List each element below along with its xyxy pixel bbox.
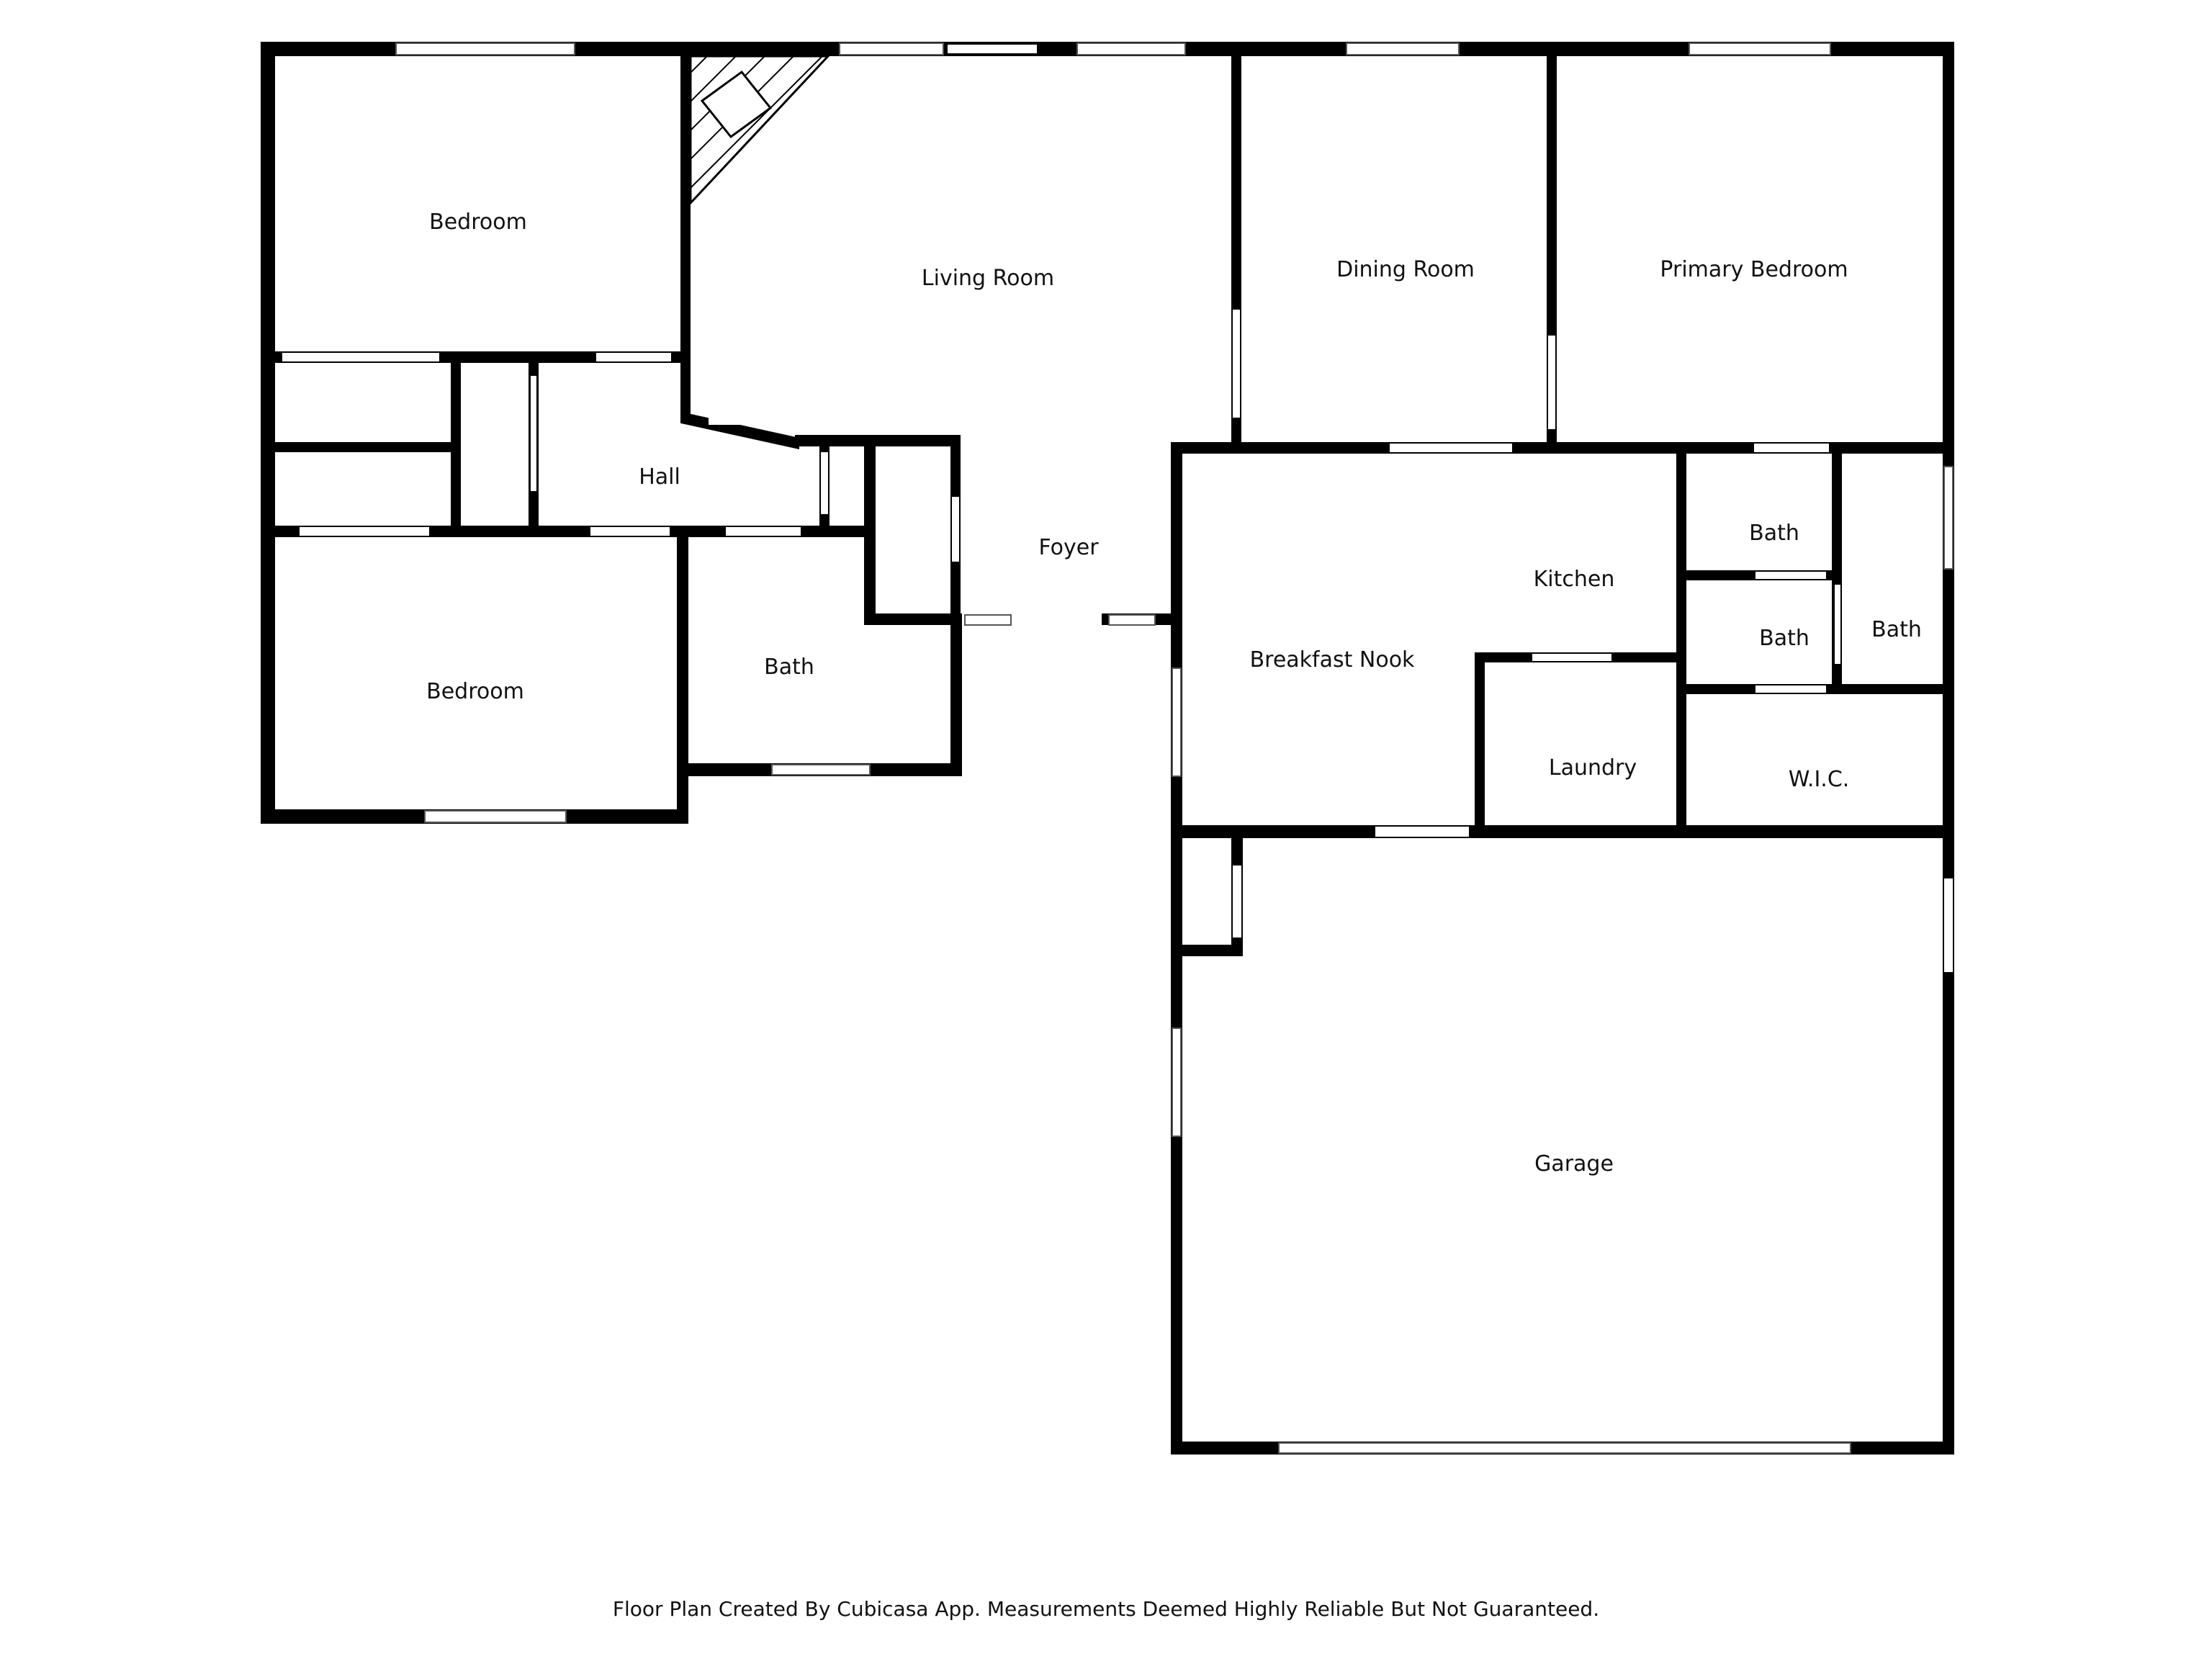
footer-disclaimer: Floor Plan Created By Cubicasa App. Meas…: [613, 1597, 1599, 1621]
room-label-breakfast-nook: Breakfast Nook: [1250, 647, 1415, 673]
windows: [395, 42, 1954, 1454]
room-label-bedroom-2: Bedroom: [426, 679, 524, 704]
room-label-laundry: Laundry: [1549, 755, 1637, 781]
room-label-hall: Hall: [639, 464, 680, 490]
room-label-wic: W.I.C.: [1789, 767, 1850, 792]
room-label-bath-middle: Bath: [1759, 626, 1809, 651]
room-label-bath-primary: Bath: [1749, 521, 1799, 546]
room-label-foyer: Foyer: [1038, 535, 1099, 560]
room-label-bath-right: Bath: [1871, 617, 1922, 642]
walls: [261, 42, 1954, 1455]
room-label-dining-room: Dining Room: [1336, 257, 1475, 282]
fireplace: [689, 55, 831, 206]
room-label-living-room: Living Room: [922, 266, 1054, 291]
room-label-garage: Garage: [1534, 1151, 1614, 1177]
door-openings: [282, 45, 1953, 972]
room-label-bath-hall: Bath: [764, 655, 814, 680]
room-label-bedroom: Bedroom: [429, 210, 527, 235]
room-label-primary-bedroom: Primary Bedroom: [1660, 257, 1848, 282]
room-label-kitchen: Kitchen: [1534, 567, 1615, 592]
room-labels: Bedroom Living Room Dining Room Primary …: [426, 210, 1922, 1177]
